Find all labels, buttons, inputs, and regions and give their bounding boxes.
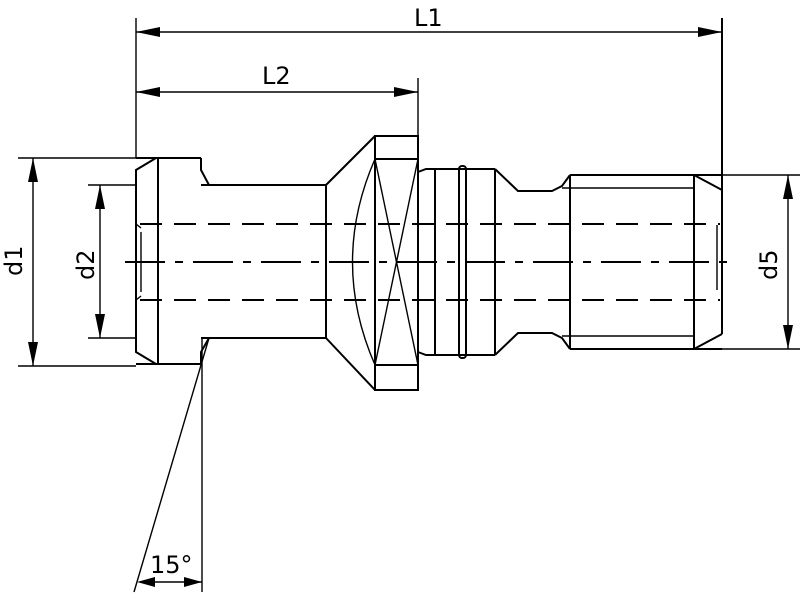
dimension-angle: 15° [133,337,210,593]
label-L2: L2 [262,62,291,90]
head [135,157,210,365]
collar [417,165,496,359]
thread [562,18,723,350]
neck [494,168,571,356]
label-L1: L1 [414,4,443,32]
dimension-d5: d5 [722,174,800,350]
label-d1: d1 [0,245,28,276]
label-d5: d5 [755,249,783,280]
dimension-d1: d1 [0,157,136,367]
dimension-L2: L2 [136,62,419,136]
dimension-L1: L1 [135,4,722,158]
label-angle: 15° [150,551,193,579]
flange [325,135,419,391]
label-d2: d2 [72,249,100,280]
dimension-d2: d2 [72,184,136,339]
